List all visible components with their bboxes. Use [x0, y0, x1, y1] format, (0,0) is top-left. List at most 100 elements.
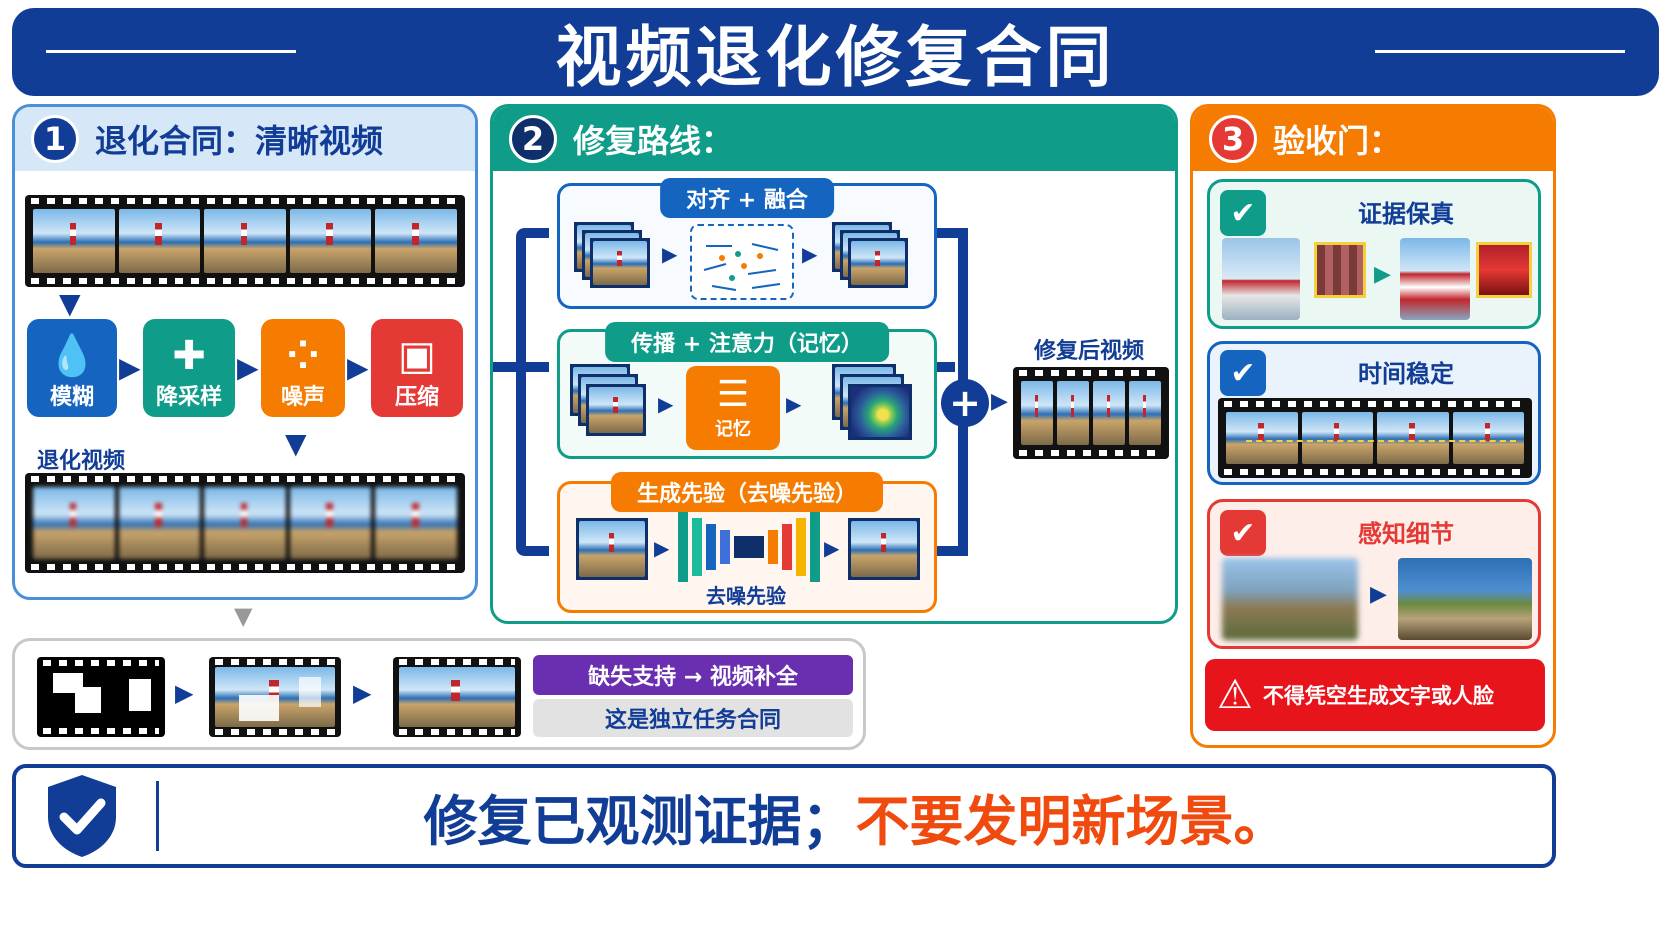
title-rule-right	[1375, 50, 1625, 53]
route-generative-prior: 生成先验（去噪先验） ▶ 去噪先验 ▶	[557, 472, 937, 613]
arrow-right-icon: ▶	[1370, 582, 1387, 607]
video-frame	[204, 209, 286, 273]
arrow-right-icon: ▶	[654, 536, 670, 560]
separate-task-tag: 这是独立任务合同	[533, 699, 853, 737]
panel-acceptance-gate: 3 验收门： ✔ 证据保真 ▶ ✔ 时间稳定 ✔ 感知细节 ▶ ⚠ 不得凭空生成…	[1190, 104, 1556, 748]
route-generative-label: 生成先验（去噪先验）	[610, 472, 884, 512]
title-rule-left	[46, 50, 296, 53]
optical-flow-icon	[690, 224, 794, 300]
warning-icon: ⚠	[1217, 672, 1253, 718]
video-frame	[289, 487, 372, 559]
arrow-right-icon: ▶	[824, 536, 840, 560]
video-frame	[118, 487, 201, 559]
mask-frame	[37, 657, 165, 737]
arrow-right-icon: ▶	[237, 351, 259, 384]
arrow-down-icon: ▼	[234, 602, 253, 630]
op-downsample-label: 降采样	[155, 385, 222, 410]
warning-banner: ⚠ 不得凭空生成文字或人脸	[1205, 659, 1545, 731]
video-frame	[1452, 412, 1524, 464]
op-noise-label: 噪声	[280, 385, 325, 410]
stable-video-strip	[1218, 398, 1532, 478]
arrow-right-icon: ▶	[353, 679, 372, 707]
tracking-line	[1246, 440, 1516, 442]
panel1-number: 1	[31, 115, 79, 163]
title-banner: 视频退化修复合同	[12, 8, 1659, 96]
arrow-right-icon: ▶	[347, 351, 369, 384]
panel3-number: 3	[1209, 115, 1257, 163]
op-blur-label: 模糊	[49, 385, 94, 410]
input-frame	[576, 518, 648, 580]
degraded-video-strip	[25, 473, 465, 573]
video-frame	[118, 209, 201, 273]
route-align-fuse-label: 对齐 + 融合	[660, 178, 834, 218]
panel1-title: 退化合同：清晰视频	[95, 122, 384, 160]
memory-label: 记忆	[715, 419, 751, 440]
check-evidence-fidelity: ✔ 证据保真 ▶	[1207, 179, 1541, 329]
arrow-right-icon: ▶	[662, 242, 678, 266]
route-align-fuse: 对齐 + 融合 ▶ ▶	[557, 178, 937, 309]
compress-icon: ▣	[398, 333, 436, 379]
memory-module: ☰ 记忆	[686, 366, 780, 450]
video-frame	[375, 487, 457, 559]
panel2-header: 2 修复路线：	[493, 107, 1175, 171]
attention-heatmap	[848, 384, 912, 440]
page-title: 视频退化修复合同	[555, 19, 1116, 96]
restored-video-label: 修复后视频	[1033, 339, 1144, 364]
panel3-title: 验收门：	[1273, 122, 1402, 160]
inpaint-tag: 缺失支持 → 视频补全	[533, 655, 853, 695]
warning-text: 不得凭空生成文字或人脸	[1262, 684, 1494, 708]
blurry-crop	[1222, 558, 1358, 640]
op-downsample: ✚ 降采样	[143, 319, 235, 417]
shield-check-icon	[48, 775, 116, 857]
video-frame	[289, 209, 372, 273]
arrow-right-icon: ▶	[175, 679, 194, 707]
video-frame	[33, 209, 115, 273]
op-compress-label: 压缩	[394, 385, 439, 410]
arrow-right-icon: ▶	[991, 389, 1008, 414]
panel2-title: 修复路线：	[573, 122, 734, 160]
panel3-header: 3 验收门：	[1193, 107, 1553, 171]
database-icon: ☰	[716, 374, 750, 415]
completed-frame	[393, 657, 521, 737]
degraded-patch	[1222, 238, 1300, 320]
panel1-header: 1 退化合同：清晰视频	[15, 107, 475, 171]
op-noise: ⁘ 噪声	[261, 319, 345, 417]
degraded-video-label: 退化视频	[37, 449, 126, 474]
checkmark-icon: ✔	[1220, 510, 1266, 556]
fusion-plus-icon: +	[941, 379, 989, 427]
masked-frame	[209, 657, 341, 737]
check-temporal-stability: ✔ 时间稳定	[1207, 341, 1541, 485]
arrow-right-icon: ▶	[786, 392, 802, 416]
frame-stack	[590, 238, 650, 288]
arrow-down-icon: ▼	[285, 427, 307, 460]
panel-restoration-routes: 2 修复路线： 对齐 + 融合 ▶ ▶ 传播 + 注意力（记忆） ▶ ☰ 记忆 …	[490, 104, 1178, 624]
downsample-grid-icon: ✚	[172, 333, 206, 379]
footer-divider	[156, 781, 159, 851]
frame-stack	[586, 384, 646, 436]
arrow-right-icon: ▶	[658, 392, 674, 416]
arrow-right-icon: ▶	[119, 351, 141, 384]
pixelated-zoom	[1314, 242, 1366, 298]
footer-part2: 不要发明新场景。	[855, 789, 1288, 853]
video-frame	[1021, 381, 1053, 445]
footer-text: 修复已观测证据；不要发明新场景。	[159, 777, 1552, 856]
video-frame	[1377, 412, 1449, 464]
video-frame	[1301, 412, 1373, 464]
footer-banner: 修复已观测证据；不要发明新场景。	[12, 764, 1556, 868]
arrow-right-icon: ▶	[1374, 262, 1391, 287]
op-compress: ▣ 压缩	[371, 319, 463, 417]
video-frame	[1129, 381, 1161, 445]
op-blur: 💧 模糊	[27, 319, 117, 417]
unet-icon	[678, 512, 820, 582]
restored-video-strip	[1013, 367, 1169, 459]
noise-dots-icon: ⁘	[286, 333, 320, 379]
denoise-prior-label: 去噪先验	[706, 584, 786, 608]
video-frame	[375, 209, 457, 273]
video-frame	[1057, 381, 1089, 445]
restored-patch	[1400, 238, 1470, 320]
video-frame	[33, 487, 115, 559]
check-title: 证据保真	[1358, 200, 1454, 228]
output-frame	[848, 518, 920, 580]
panel-video-inpainting: ▶ ▶ 缺失支持 → 视频补全 这是独立任务合同	[12, 638, 866, 750]
panel2-number: 2	[509, 115, 557, 163]
